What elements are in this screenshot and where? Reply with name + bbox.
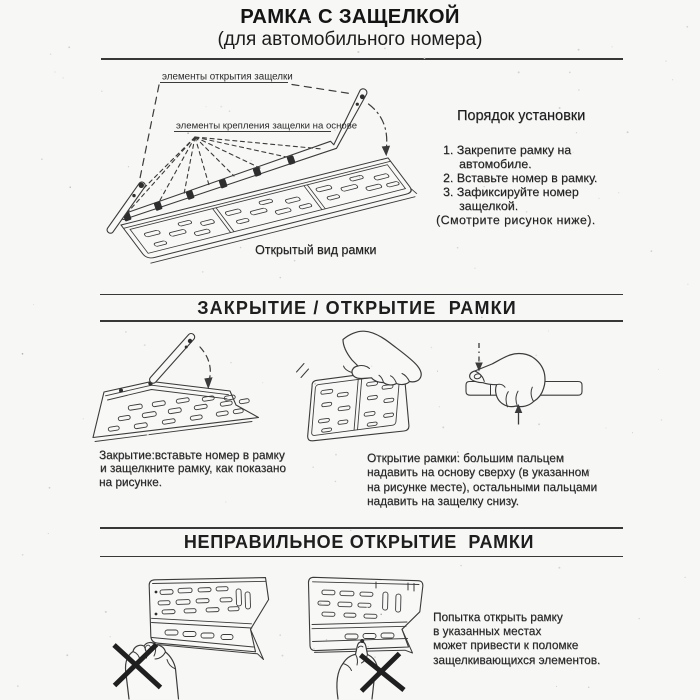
svg-text:элементы крепления защелки на: элементы крепления защелки на основе (176, 121, 357, 132)
svg-text:элементы открытия защелки: элементы открытия защелки (162, 72, 293, 83)
